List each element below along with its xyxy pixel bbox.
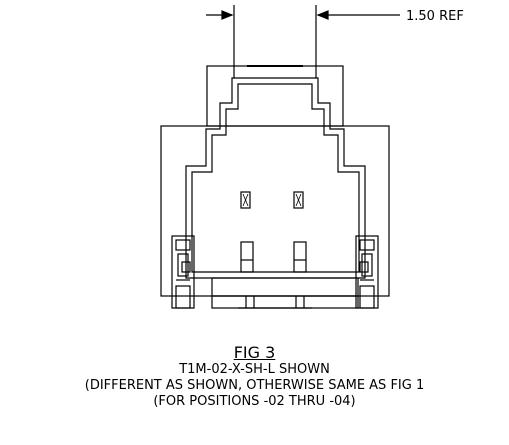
shield-clip-left	[171, 235, 195, 309]
figure-title: FIG 3	[233, 343, 276, 362]
caption-line-3: (FOR POSITIONS -02 THRU -04)	[153, 394, 356, 409]
contact-pin-right	[293, 241, 307, 273]
caption-line-2: (DIFFERENT AS SHOWN, OTHERWISE SAME AS F…	[84, 378, 425, 393]
connector-base	[211, 277, 359, 309]
housing-inner-outline	[185, 77, 366, 279]
shield-clip-right	[355, 235, 379, 309]
contact-pin-left	[240, 241, 254, 273]
connector-housing-body	[160, 125, 390, 297]
dimension-extension-lines	[233, 5, 317, 78]
housing-cavity-outline	[191, 83, 360, 273]
dimension-arrows	[206, 10, 400, 20]
caption-line-1: T1M-02-X-SH-L SHOWN	[179, 362, 330, 377]
contact-window-right	[293, 191, 304, 209]
dimension-label: 1.50 REF	[406, 9, 464, 24]
contact-window-left	[240, 191, 251, 209]
connector-top-tab	[206, 65, 344, 127]
